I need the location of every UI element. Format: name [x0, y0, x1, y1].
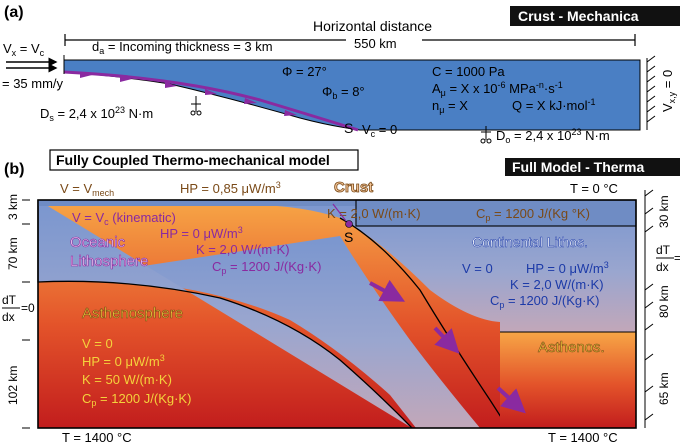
dtdx-right-den: dx — [656, 260, 669, 274]
slab-lower-boundary — [37, 200, 413, 429]
model-frame — [37, 199, 637, 429]
vx-equals-vc: Vx = Vc — [3, 41, 45, 58]
depth-right-65: 65 km — [657, 372, 671, 405]
dtdx-right-num: dT — [656, 243, 671, 257]
s-point-marker — [345, 220, 353, 228]
astheno-right-title: Asthenos. — [538, 339, 605, 356]
mantle-flow-arrows — [369, 279, 526, 414]
dtdx-left-num: dT — [2, 293, 17, 307]
cp-astheno: Cp = 1200 J/(Kg·K) — [82, 391, 191, 408]
crust-label: Crust — [334, 179, 373, 196]
horizontal-distance-value: 550 km — [354, 36, 397, 51]
panel-a: (a) Crust - Mechanica Horizontal distanc… — [2, 4, 680, 145]
phi-b-label: Φb = 8° — [322, 84, 365, 101]
s-point-leader — [332, 203, 347, 222]
slab-arrows — [80, 72, 297, 116]
convergence-rate: = 35 mm/y — [2, 76, 64, 91]
right-boundary-hatch-b — [644, 189, 654, 428]
panel-b: (b) Fully Coupled Thermo-mechanical mode… — [2, 149, 680, 445]
q-value: Q = X kJ·mol-1 — [512, 97, 596, 113]
a-mu: Aμ = X x 10-6 MPa-n·s-1 — [432, 80, 563, 98]
crust-layer — [38, 200, 636, 206]
oceanic-title-1: Oceanic — [70, 234, 126, 251]
n-mu: nμ = X — [432, 98, 468, 115]
cp-oceanic: Cp = 1200 J/(Kg·K) — [212, 259, 321, 276]
cp-crust: Cp = 1200 J/(Kg °K) — [476, 206, 590, 223]
slab-upper-boundary — [339, 217, 509, 429]
continental-title: Continental Lithos. — [472, 234, 588, 250]
right-boundary-hatch — [646, 55, 656, 130]
lithosphere-region — [38, 200, 636, 332]
depth-right-80: 80 km — [657, 285, 671, 318]
slab-interface — [63, 70, 359, 132]
depth-left-3: 3 km — [6, 194, 20, 220]
v-astheno: V = 0 — [82, 336, 113, 351]
cp-continental: Cp = 1200 J/(Kg·K) — [490, 293, 599, 310]
panel-b-label: (b) — [4, 161, 24, 178]
s-point-b: S — [344, 229, 353, 245]
hp-astheno: HP = 0 μW/m3 — [82, 353, 165, 369]
k-continental: K = 2,0 W/(m·K) — [510, 277, 604, 292]
panel-a-banner: Crust - Mechanica — [518, 8, 639, 24]
dtdx-left-eq: =0 — [21, 301, 35, 315]
hinge-icon-right — [480, 126, 492, 144]
s-point-a: S — [344, 120, 353, 136]
hp-oceanic: HP = 0 μW/m3 — [160, 225, 243, 241]
v-zero-continental: V = 0 — [462, 261, 493, 276]
continental-crust-box — [355, 199, 637, 227]
t-bottom-right: T = 1400 °C — [548, 430, 618, 445]
hp-crust: HP = 0,85 μW/m3 — [180, 180, 281, 196]
vc-zero: Vc = 0 — [362, 122, 397, 139]
t-top: T = 0 °C — [570, 181, 618, 196]
dtdx-right-eq: =( — [674, 251, 680, 265]
phi-label: Φ = 27° — [282, 64, 327, 79]
do-label: Do = 2,4 x 1023 N·m — [496, 127, 610, 145]
model-title-box — [49, 149, 359, 171]
v-kinematic: V = Vc (kinematic) — [72, 210, 176, 227]
left-depth-scale — [22, 199, 30, 429]
k-astheno: K = 50 W/(m·K) — [82, 372, 172, 387]
depth-right-30: 30 km — [657, 195, 671, 228]
hinge-icon — [190, 96, 202, 116]
dtdx-left-den: dx — [2, 310, 15, 324]
k-crust: K = 2,0 W/(m·K) — [327, 206, 421, 221]
cohesion: C = 1000 Pa — [432, 64, 505, 79]
panel-b-banner-bg — [505, 158, 680, 176]
hp-continental: HP = 0 μW/m3 — [526, 260, 609, 276]
ds-label: Ds = 2,4 x 1023 N·m — [40, 105, 153, 123]
incoming-thickness: da = Incoming thickness = 3 km — [92, 39, 273, 56]
v-mech: V = Vmech — [60, 181, 114, 198]
depth-left-102: 102 km — [6, 366, 20, 405]
model-domain — [37, 199, 637, 429]
horizontal-distance-label: Horizontal distance — [313, 18, 432, 34]
astheno-title: Asthenosphere — [82, 305, 183, 322]
depth-left-70: 70 km — [6, 237, 20, 270]
panel-b-banner: Full Model - Therma — [512, 159, 644, 175]
panel-a-banner-bg — [510, 6, 680, 26]
vxy-zero: Vx,y = 0 — [660, 70, 677, 112]
oceanic-title-2: Lithosphere — [70, 253, 148, 270]
model-title: Fully Coupled Thermo-mechanical model — [56, 152, 330, 168]
t-bottom-left: T = 1400 °C — [62, 430, 132, 445]
k-oceanic: K = 2,0 W/(m·K) — [196, 242, 290, 257]
panel-a-label: (a) — [4, 4, 24, 21]
